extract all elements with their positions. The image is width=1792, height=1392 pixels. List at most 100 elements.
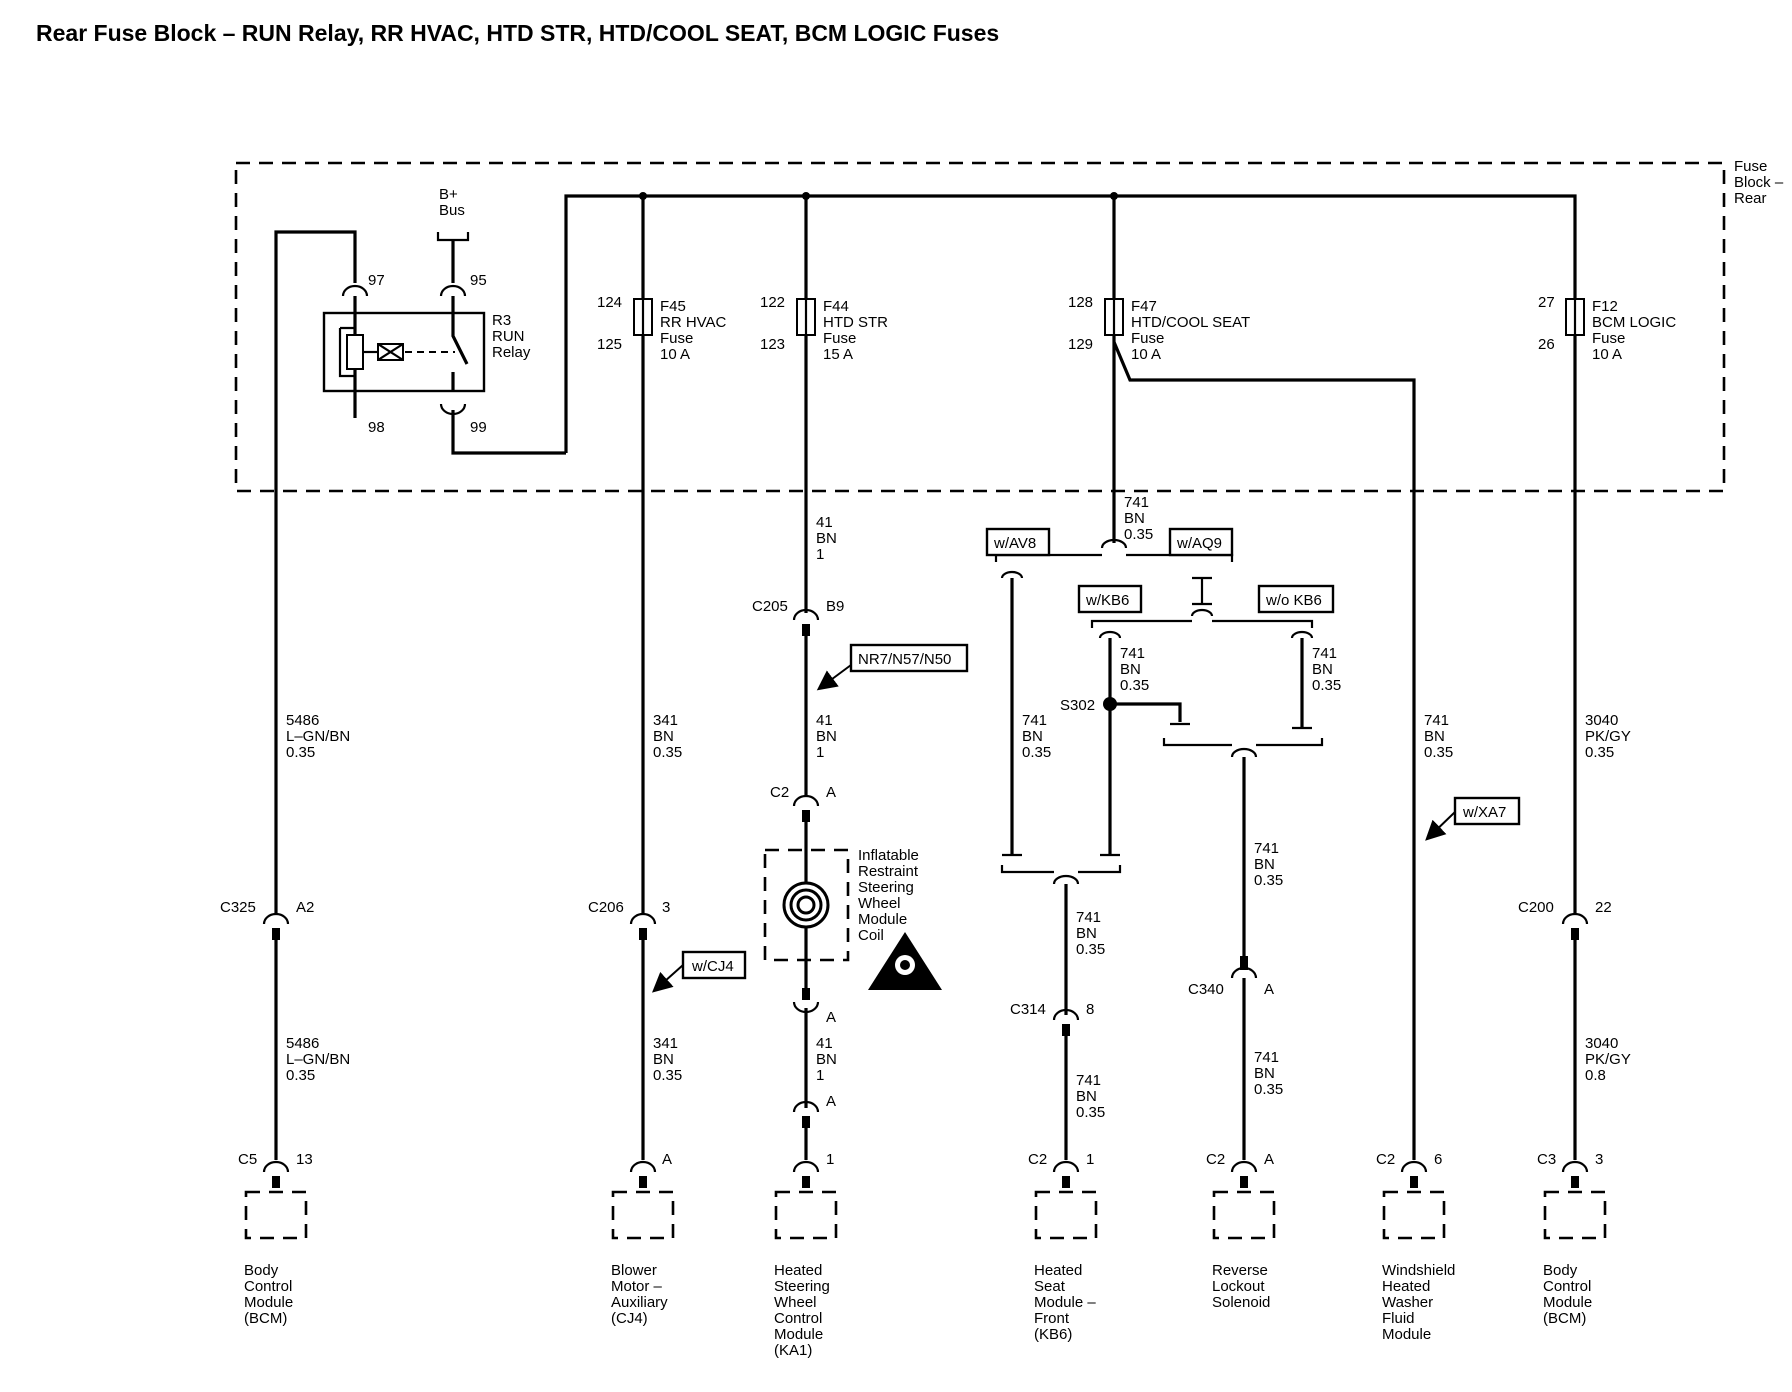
svg-text:(CJ4): (CJ4) (611, 1310, 648, 1327)
wire-label-741-rev2: 741 BN 0.35 (1254, 1049, 1283, 1098)
fuse-f44: 122 123 F44 HTD STR Fuse 15 A (760, 196, 888, 613)
wire-label-741-seat: 741 BN 0.35 (1076, 909, 1105, 958)
connector-coil-a: A (792, 988, 836, 1026)
svg-text:BN: BN (816, 728, 837, 745)
svg-text:27: 27 (1538, 294, 1555, 311)
svg-text:0.35: 0.35 (1585, 744, 1614, 761)
wire-label-41-lower: 41 BN 1 (816, 1035, 837, 1084)
svg-text:C3: C3 (1537, 1151, 1556, 1168)
svg-text:BN: BN (1076, 925, 1097, 942)
svg-text:741: 741 (1022, 712, 1047, 729)
svg-text:Washer: Washer (1382, 1294, 1433, 1311)
svg-text:C200: C200 (1518, 899, 1554, 916)
svg-text:0.35: 0.35 (653, 1067, 682, 1084)
svg-text:41: 41 (816, 1035, 833, 1052)
connector-c340: C340 A (1188, 956, 1274, 998)
svg-text:41: 41 (816, 514, 833, 531)
svg-text:Seat: Seat (1034, 1278, 1066, 1295)
svg-text:(BCM): (BCM) (1543, 1310, 1586, 1327)
svg-text:L–GN/BN: L–GN/BN (286, 728, 350, 745)
svg-text:741: 741 (1076, 909, 1101, 926)
module-heated-steering-wheel: Heated Steering Wheel Control Module (KA… (774, 1190, 838, 1359)
svg-text:Body: Body (244, 1262, 279, 1279)
wire-label-5486-lower: 5486 L–GN/BN 0.35 (286, 1035, 350, 1084)
svg-text:Front: Front (1034, 1310, 1070, 1327)
svg-text:1: 1 (1086, 1151, 1094, 1168)
svg-text:C2: C2 (1206, 1151, 1225, 1168)
svg-text:Relay: Relay (492, 344, 531, 361)
connector-c314: C314 8 (1010, 1001, 1094, 1036)
svg-text:Motor –: Motor – (611, 1278, 663, 1295)
svg-text:BN: BN (816, 1051, 837, 1068)
svg-text:Windshield: Windshield (1382, 1262, 1455, 1279)
svg-text:HTD STR: HTD STR (823, 314, 888, 331)
svg-text:124: 124 (597, 294, 622, 311)
wire-label-741-top: 741 BN 0.35 (1124, 494, 1153, 543)
svg-text:0.35: 0.35 (653, 744, 682, 761)
wire-label-3040-upper: 3040 PK/GY 0.35 (1585, 712, 1631, 761)
svg-text:0.35: 0.35 (1254, 1081, 1283, 1098)
connector-hsw-a: A (792, 1093, 836, 1128)
wire-label-741-s302: 741 BN 0.35 (1120, 645, 1149, 694)
wire-label-741-rev: 741 BN 0.35 (1254, 840, 1283, 889)
inflatable-restraint-coil: Inflatable Restraint Steering Wheel Modu… (763, 847, 919, 962)
svg-text:0.35: 0.35 (1076, 941, 1105, 958)
svg-text:Wheel: Wheel (858, 895, 901, 912)
svg-text:R3: R3 (492, 312, 511, 329)
svg-text:Module: Module (1543, 1294, 1592, 1311)
svg-text:1: 1 (816, 744, 824, 761)
svg-text:0.35: 0.35 (1022, 744, 1051, 761)
run-relay: 97 95 98 99 R3 RUN Relay (274, 230, 566, 500)
svg-text:Module: Module (244, 1294, 293, 1311)
svg-text:Restraint: Restraint (858, 863, 919, 880)
svg-text:w/AQ9: w/AQ9 (1176, 535, 1222, 552)
wire-label-5486-upper: 5486 L–GN/BN 0.35 (286, 712, 350, 761)
svg-text:5486: 5486 (286, 1035, 319, 1052)
airbag-warning-icon (868, 932, 942, 990)
fuse-f47: 128 129 F47 HTD/COOL SEAT Fuse 10 A (1068, 196, 1416, 1165)
svg-text:C2: C2 (1376, 1151, 1395, 1168)
module-blower-motor: Blower Motor – Auxiliary (CJ4) (611, 1190, 675, 1327)
svg-text:Fuse: Fuse (1734, 158, 1767, 175)
svg-text:129: 129 (1068, 336, 1093, 353)
module-connector-wash: C2 6 (1376, 1151, 1442, 1188)
wire-label-341-upper: 341 BN 0.35 (653, 712, 682, 761)
svg-text:Fluid: Fluid (1382, 1310, 1415, 1327)
svg-text:741: 741 (1254, 1049, 1279, 1066)
fuse-block-label: Fuse Block – Rear (1734, 158, 1784, 207)
svg-text:(KA1): (KA1) (774, 1342, 812, 1359)
svg-text:Rear: Rear (1734, 190, 1767, 207)
bplus-bus-label: B+ Bus (439, 186, 465, 219)
svg-text:PK/GY: PK/GY (1585, 1051, 1631, 1068)
fuse-block-boundary (234, 161, 1726, 493)
connector-c2-a: C2 A (770, 784, 836, 822)
svg-text:10 A: 10 A (1592, 346, 1622, 363)
svg-text:BN: BN (653, 1051, 674, 1068)
option-label-cj4: w/CJ4 (652, 950, 747, 993)
svg-text:F47: F47 (1131, 298, 1157, 315)
module-connector-hsw: 1 (792, 1151, 834, 1188)
svg-text:0.35: 0.35 (286, 744, 315, 761)
svg-text:A2: A2 (296, 899, 314, 916)
svg-text:0.35: 0.35 (1424, 744, 1453, 761)
svg-text:Blower: Blower (611, 1262, 657, 1279)
svg-text:741: 741 (1254, 840, 1279, 857)
svg-text:3040: 3040 (1585, 712, 1618, 729)
svg-text:C2: C2 (770, 784, 789, 801)
svg-text:(KB6): (KB6) (1034, 1326, 1072, 1343)
fuse-f12: 27 26 F12 BCM LOGIC Fuse 10 A (1538, 294, 1676, 1165)
wire-label-741-seat2: 741 BN 0.35 (1076, 1072, 1105, 1121)
svg-text:C340: C340 (1188, 981, 1224, 998)
svg-text:BN: BN (1022, 728, 1043, 745)
module-connector-seat: C2 1 (1028, 1151, 1094, 1188)
svg-text:A: A (826, 1093, 836, 1110)
wire-label-341-lower: 341 BN 0.35 (653, 1035, 682, 1084)
connector-c206: C206 3 (588, 899, 670, 940)
wire-label-41-upper: 41 BN 1 (816, 514, 837, 563)
svg-text:BN: BN (1312, 661, 1333, 678)
svg-text:10 A: 10 A (1131, 346, 1161, 363)
svg-text:BN: BN (653, 728, 674, 745)
svg-text:741: 741 (1076, 1072, 1101, 1089)
module-bcm-2: Body Control Module (BCM) (1543, 1190, 1607, 1327)
svg-text:B+: B+ (439, 186, 458, 203)
